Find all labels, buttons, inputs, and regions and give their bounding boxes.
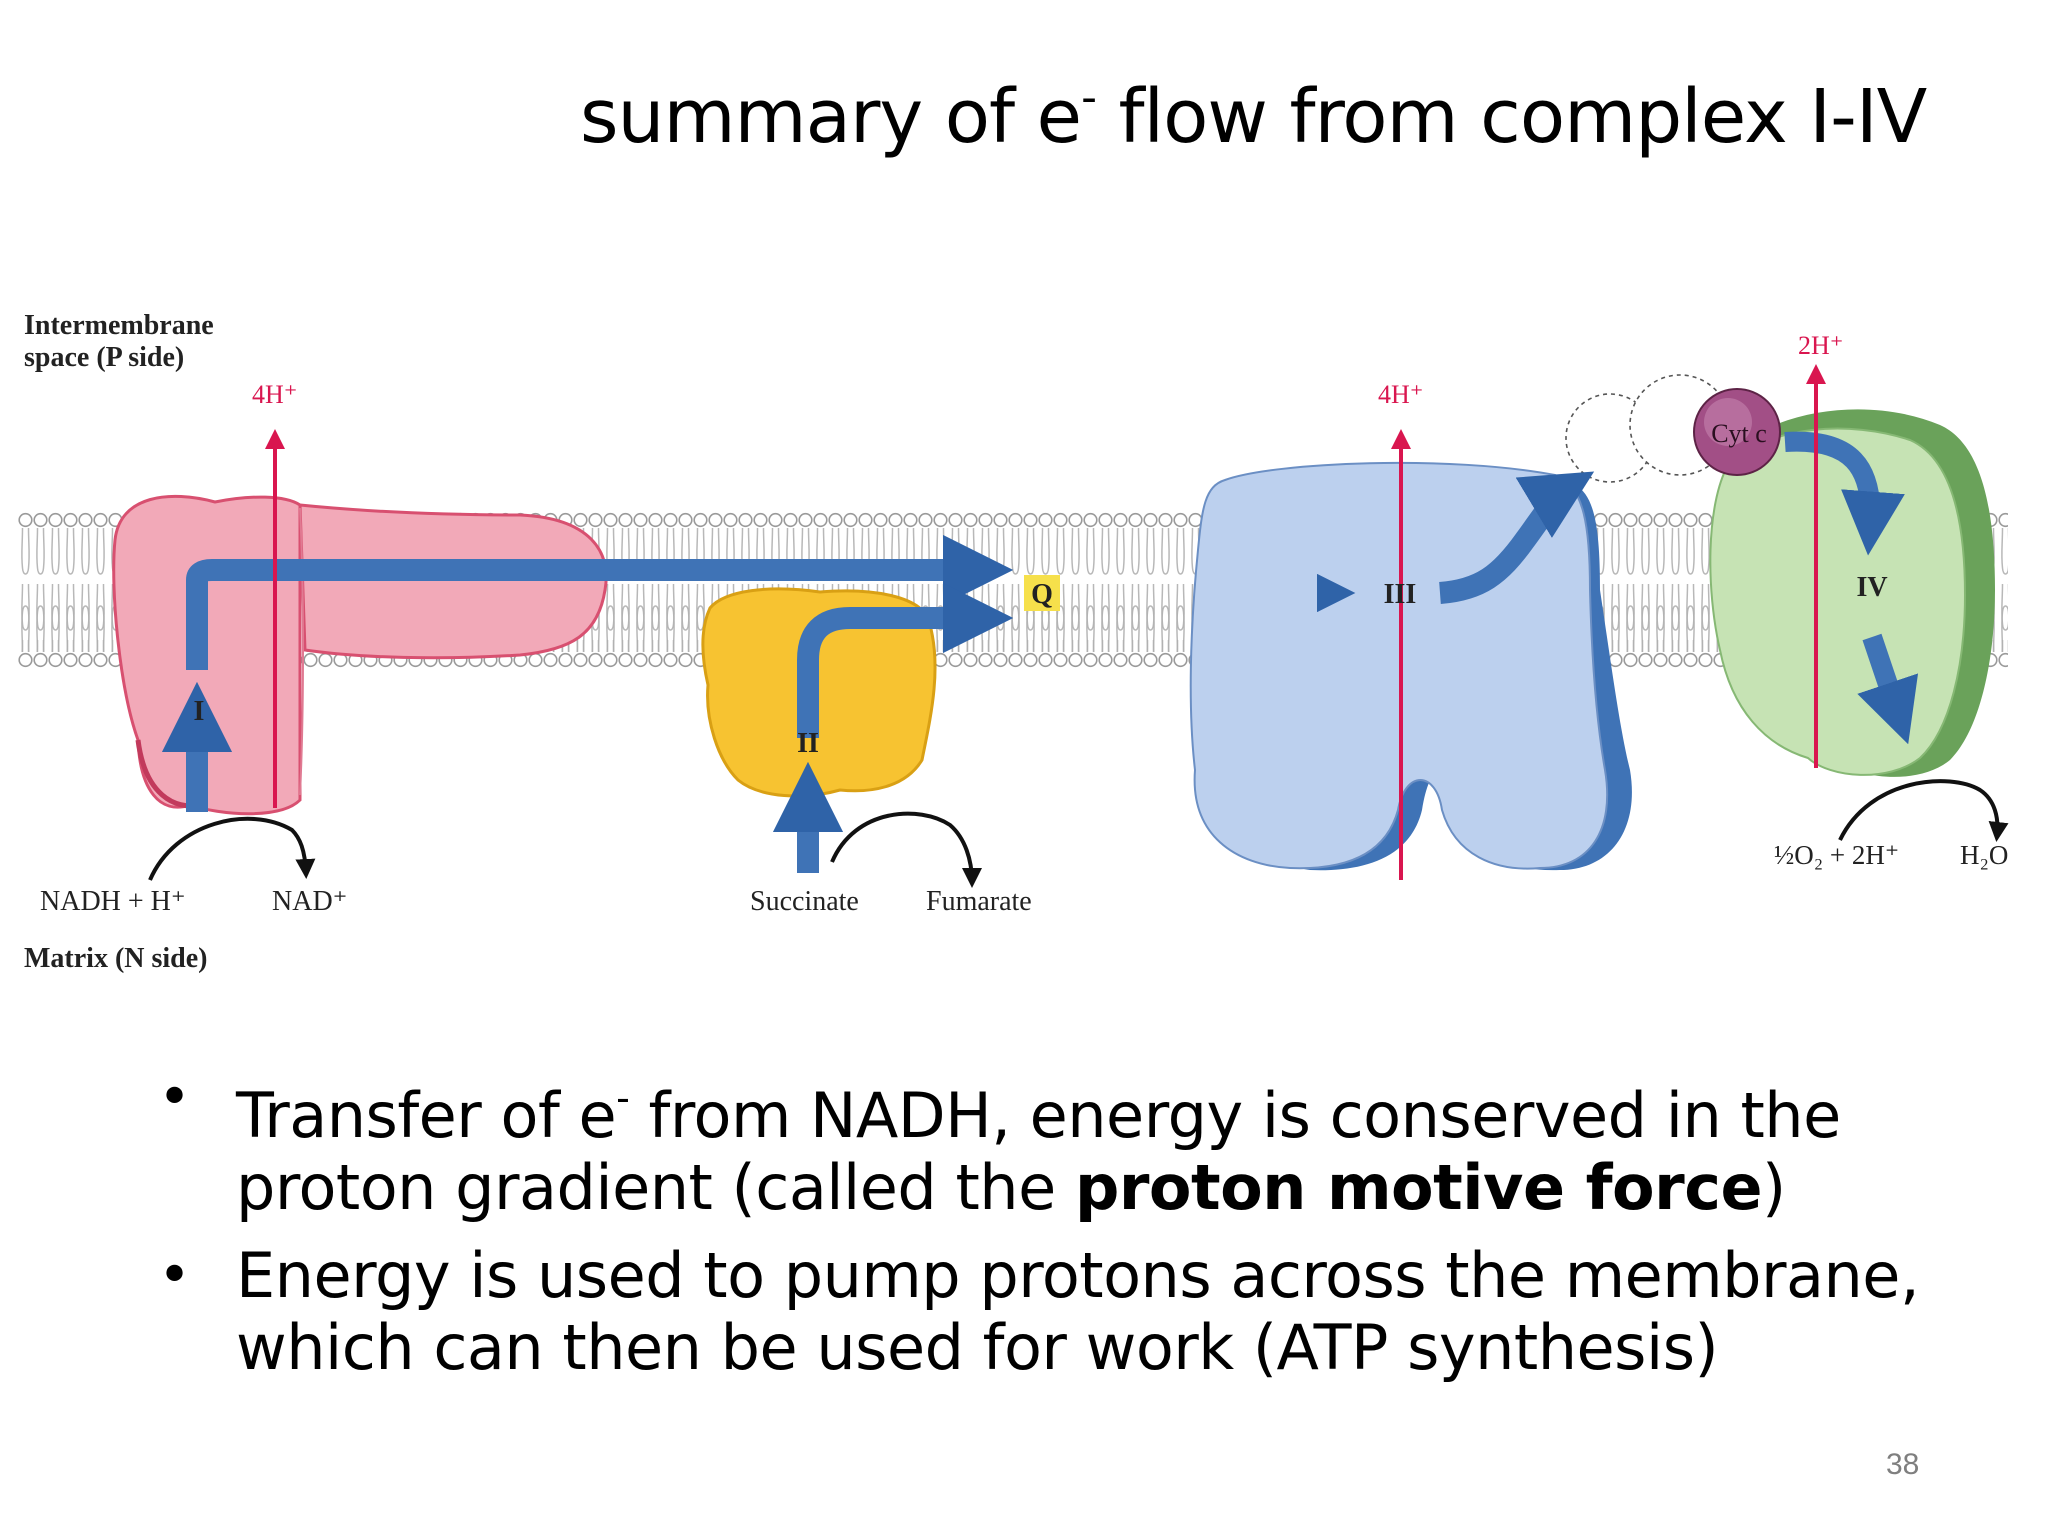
bullet-dot: •	[158, 1065, 191, 1130]
proton-label-i: 4H⁺	[252, 380, 298, 409]
electron-transport-diagram: Cyt c Intermembrane space (P side) Matri…	[18, 310, 2009, 974]
reaction-arrow-nadh	[148, 816, 316, 881]
title-rest: flow from complex I-IV	[1095, 74, 1928, 160]
electron-arrow-cytc-to-iv	[1784, 431, 1905, 556]
complex-iii-label: III	[1384, 579, 1417, 610]
complex-i-label: I	[194, 696, 205, 727]
title-main: summary of e	[580, 74, 1082, 160]
intermembrane-label-line2: space (P side)	[24, 342, 184, 373]
title-superscript: -	[1081, 72, 1097, 123]
matrix-label: Matrix (N side)	[24, 943, 208, 974]
bullet-item: • Energy is used to pump protons across …	[150, 1240, 1950, 1384]
proton-arrows	[265, 364, 1826, 880]
bullet-1-part1: Transfer of e	[236, 1079, 617, 1152]
oxygen-label: ½O₂ + 2H⁺	[1774, 840, 1899, 870]
bullet-2-text: Energy is used to pump protons across th…	[236, 1239, 1920, 1384]
complex-iv-label: IV	[1856, 572, 1887, 603]
electron-arrow-complex-i	[186, 534, 1014, 670]
electron-arrow-complex-ii	[797, 582, 1014, 738]
fumarate-label: Fumarate	[926, 886, 1032, 917]
water-label: H₂O	[1960, 840, 2008, 870]
diagram-labels: Intermembrane space (P side) Matrix (N s…	[24, 310, 2008, 974]
bullet-1-bold: proton motive force	[1074, 1151, 1763, 1224]
cytochrome-c: Cyt c	[1693, 388, 1781, 476]
complex-iii	[1189, 461, 1632, 871]
page-number: 38	[1886, 1448, 1920, 1481]
intermembrane-label-line1: Intermembrane	[24, 310, 214, 341]
proton-label-iv: 2H⁺	[1798, 331, 1844, 360]
electron-path-arrows	[161, 431, 1919, 873]
reaction-arrows	[148, 779, 2009, 888]
bullet-1-part2: from NADH, energy is conserved in the pr…	[236, 1079, 1841, 1224]
reaction-arrow-oxygen	[1838, 779, 2009, 842]
complex-ii-label: II	[797, 728, 819, 759]
bullet-1-part3: )	[1762, 1151, 1786, 1224]
reaction-arrow-succinate	[830, 811, 982, 888]
proton-label-iii: 4H⁺	[1378, 380, 1424, 409]
bullet-list: • Transfer of e- from NADH, energy is co…	[150, 1062, 1950, 1400]
bullet-item: • Transfer of e- from NADH, energy is co…	[150, 1062, 1950, 1224]
bullet-dot: •	[158, 1243, 191, 1308]
quinone: Q	[1024, 575, 1060, 611]
bullet-1-superscript: -	[616, 1076, 630, 1120]
cyt-c-label: Cyt c	[1711, 419, 1767, 448]
succinate-label: Succinate	[750, 886, 859, 917]
quinone-label: Q	[1031, 579, 1053, 610]
nad-label: NAD⁺	[272, 886, 347, 917]
electron-arrow-iv-down	[1857, 633, 1919, 745]
nadh-label: NADH + H⁺	[40, 886, 186, 917]
electron-arrow-iii-to-cytc	[1438, 471, 1595, 604]
slide-title: summary of e- flow from complex I-IV	[580, 72, 1980, 160]
